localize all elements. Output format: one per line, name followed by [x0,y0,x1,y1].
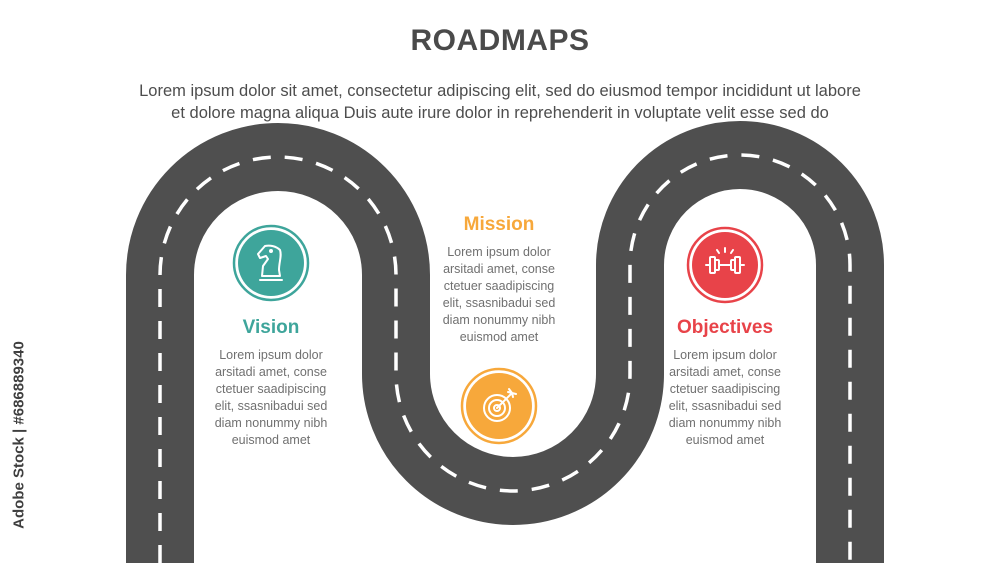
description-line: elit, ssasnibadui sed [214,399,328,413]
description-line: diam nonummy nibh [442,313,556,327]
description-line: elit, ssasnibadui sed [668,399,782,413]
watermark-text: Adobe Stock | #686889340 [10,341,28,529]
page-subtitle: Lorem ipsum dolor sit amet, consectetur … [30,80,970,124]
description-line: ctetuer saadipiscing [669,382,781,396]
description-line: euismod amet [459,330,539,344]
description-line: diam nonummy nibh [214,416,328,430]
objectives-title: Objectives [676,317,774,338]
vision-title: Vision [242,317,300,338]
chess-knight-icon [257,244,283,281]
stock-watermark: Adobe Stock | #686889340 [4,320,34,550]
page-title: ROADMAPS [410,24,590,57]
description-line: Lorem ipsum dolor [673,348,777,362]
mission-description: Lorem ipsum dolor arsitadi amet, conse c… [419,244,579,346]
vision-badge [232,224,310,302]
subtitle-line: et dolore magna aliqua Duis aute irure d… [171,104,829,122]
description-line: diam nonummy nibh [668,416,782,430]
dumbbell-icon [705,247,745,274]
description-line: arsitadi amet, conse [669,365,781,379]
description-line: euismod amet [231,433,311,447]
mission-title: Mission [463,214,535,235]
description-line: ctetuer saadipiscing [215,382,327,396]
mission-badge [460,367,538,445]
description-line: ctetuer saadipiscing [443,279,555,293]
description-line: euismod amet [685,433,765,447]
road-center-dashes [158,153,852,563]
description-line: elit, ssasnibadui sed [442,296,556,310]
target-arrow-icon [483,388,517,422]
subtitle-line: Lorem ipsum dolor sit amet, consectetur … [139,82,861,100]
description-line: arsitadi amet, conse [215,365,327,379]
description-line: Lorem ipsum dolor [219,348,323,362]
objectives-badge [686,226,764,304]
objectives-description: Lorem ipsum dolor arsitadi amet, conse c… [645,347,805,449]
description-line: arsitadi amet, conse [443,262,555,276]
vision-description: Lorem ipsum dolor arsitadi amet, conse c… [191,347,351,449]
description-line: Lorem ipsum dolor [447,245,551,259]
